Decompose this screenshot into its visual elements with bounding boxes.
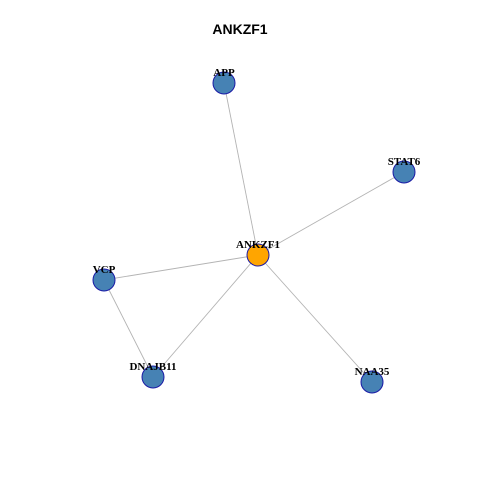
node-app[interactable]	[212, 71, 236, 95]
edge-layer	[103, 82, 405, 383]
node-dnajb11[interactable]	[141, 365, 165, 389]
edge-ankzf1-dnajb11	[152, 254, 259, 378]
edge-ankzf1-vcp	[103, 254, 259, 281]
edge-ankzf1-naa35	[257, 254, 373, 383]
node-label-stat6: STAT6	[388, 156, 421, 168]
node-label-app: APP	[213, 67, 235, 79]
edge-ankzf1-app	[223, 82, 259, 256]
node-label-dnajb11: DNAJB11	[129, 361, 176, 373]
node-ankzf1[interactable]	[246, 243, 270, 267]
node-stat6[interactable]	[392, 160, 416, 184]
node-label-vcp: VCP	[93, 264, 116, 276]
edge-vcp-dnajb11	[103, 279, 154, 378]
graph-title: ANKZF1	[212, 21, 268, 37]
node-naa35[interactable]	[360, 370, 384, 394]
node-label-ankzf1: ANKZF1	[236, 239, 280, 251]
node-label-naa35: NAA35	[355, 366, 390, 378]
edge-ankzf1-stat6	[257, 171, 405, 256]
node-layer	[92, 71, 416, 394]
node-vcp[interactable]	[92, 268, 116, 292]
